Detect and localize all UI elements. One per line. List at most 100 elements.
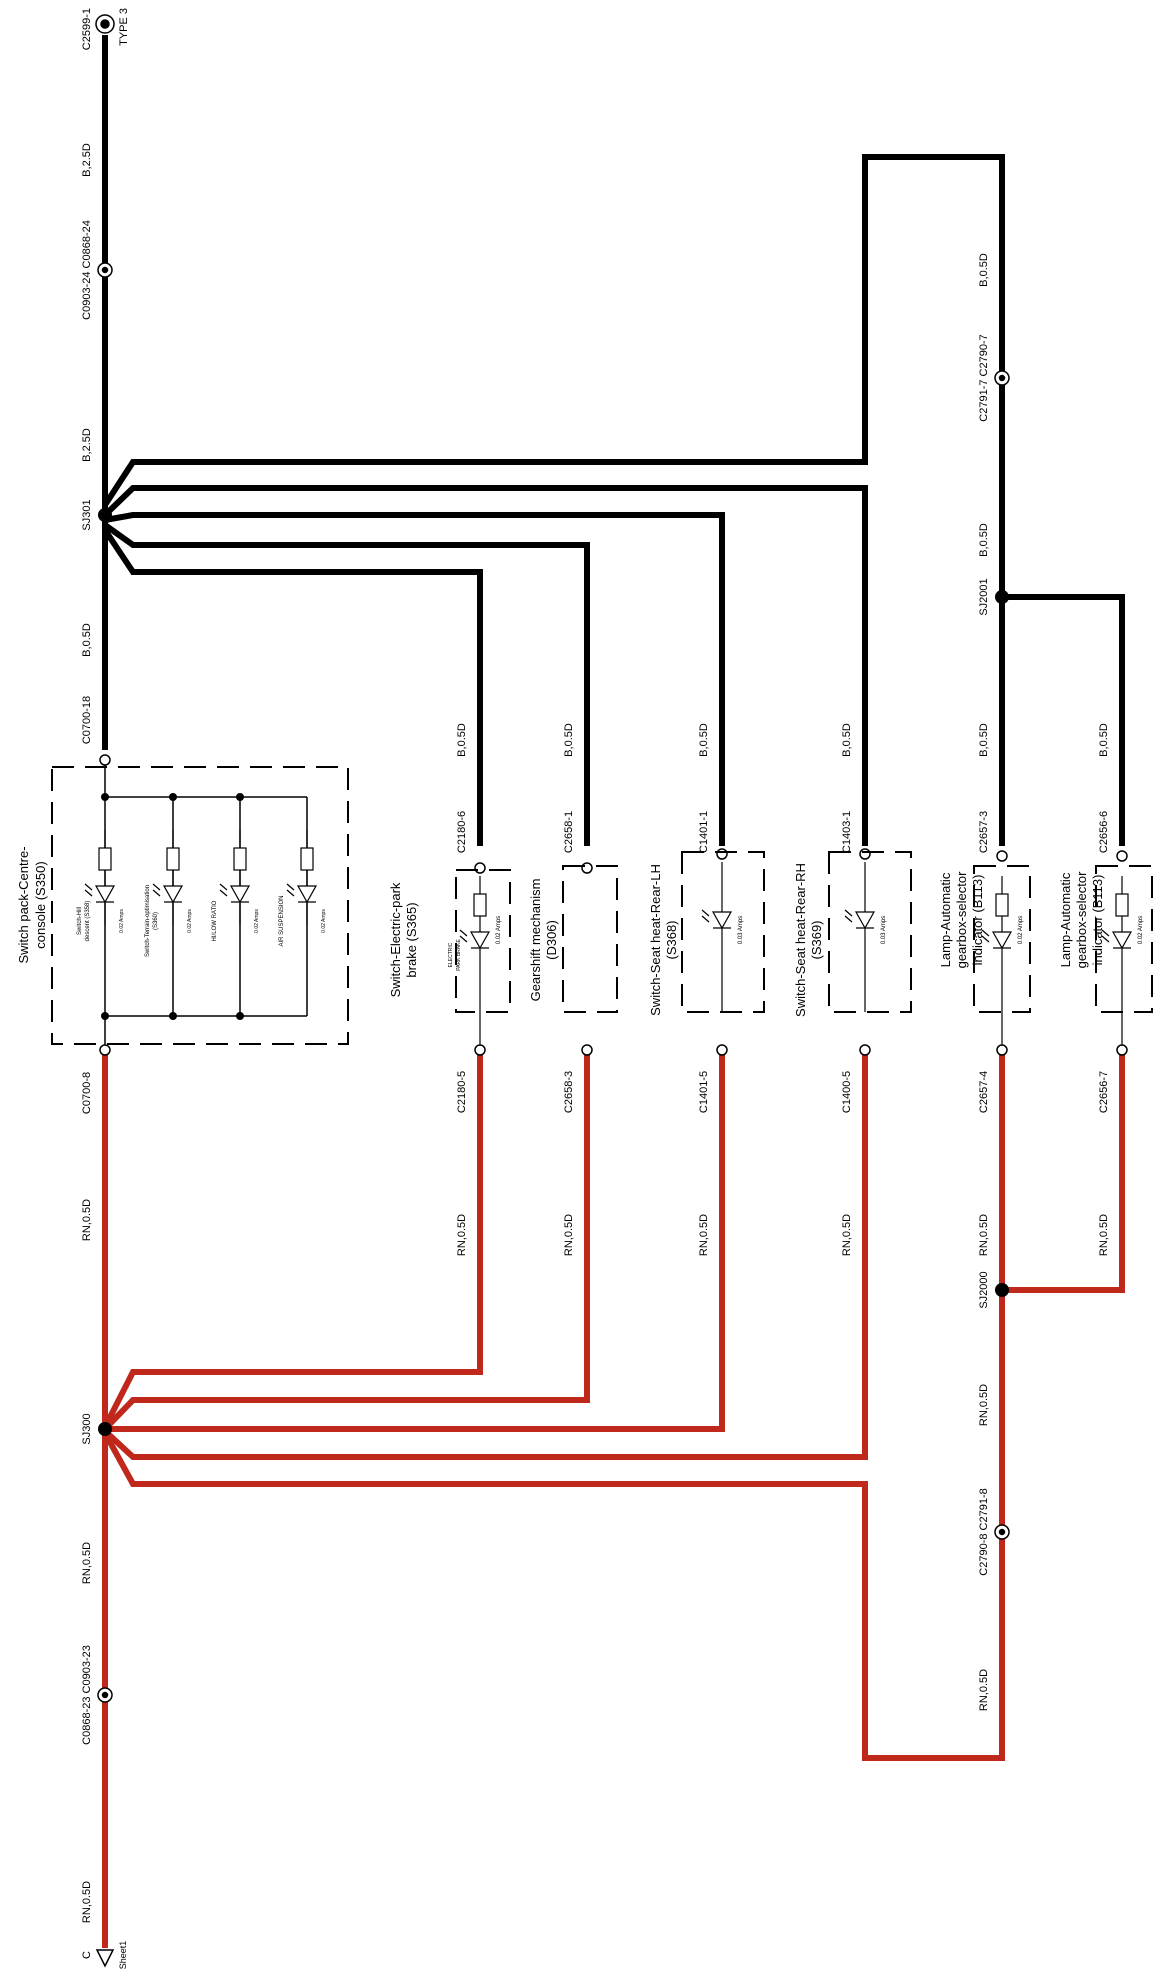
- splice-sj2001-dot: [995, 590, 1009, 604]
- wire-label: RN,0.5D: [1098, 1214, 1110, 1256]
- text-line: (S369): [809, 920, 824, 959]
- resistor-led-icon: [1101, 876, 1133, 971]
- component-title: Switch-Electric-parkbrake (S365): [388, 882, 419, 997]
- text-line: Lamp-Automatic: [1058, 872, 1073, 967]
- text-line: Switch-Hill: [77, 907, 83, 935]
- wire-label: RN,0.5D: [841, 1214, 853, 1256]
- component-title: Gearshift mechanism(D306): [528, 879, 559, 1002]
- resistor-led-icon: [981, 876, 1013, 971]
- text-line: Switch-Seat heat-Rear-RH: [793, 863, 808, 1017]
- wire-label: B,2.5D: [81, 143, 93, 177]
- wire-label: B,0.5D: [978, 723, 990, 757]
- text-line: AIR SUSPENSION: [279, 895, 285, 946]
- text-line: console (S350): [33, 861, 48, 948]
- wire-label: RN,0.5D: [978, 1384, 990, 1426]
- connector-label: C2656-6: [1098, 811, 1110, 853]
- signal-branch-c1400: [102, 1050, 868, 1460]
- splice-label: SJ2001: [978, 578, 990, 615]
- ground-branch-loop: [102, 154, 1005, 597]
- connector-label: C2656-7: [1098, 1071, 1110, 1113]
- switch-label: HI/LOW RATIO: [212, 900, 218, 941]
- wire-label: B,2.5D: [81, 428, 93, 462]
- component-title: Lamp-Automaticgearbox-selectorindicator …: [1058, 871, 1105, 968]
- end-pin-label: C: [81, 1951, 93, 1959]
- text-line: ELECTRIC: [448, 942, 454, 967]
- splice-sj301-dot: [98, 508, 112, 522]
- top-connector-type: TYPE 3: [118, 8, 130, 46]
- splice-label: SJ300: [81, 1413, 93, 1444]
- wire-label: B,0.5D: [563, 723, 575, 757]
- inline-connector-label: C2790-8 C2791-8: [978, 1488, 990, 1575]
- text-line: Switch-Terrain-optimisation: [145, 885, 151, 957]
- signal-branch-c2180: [102, 1050, 483, 1429]
- wire-label: RN,0.5D: [81, 1199, 93, 1241]
- sheet-arrow-icon: [95, 1949, 115, 1968]
- right-signal-branch: [1002, 1050, 1125, 1293]
- resistor-led-icon: [459, 876, 491, 971]
- amps-label: 0.02 Amps: [1018, 916, 1024, 944]
- connector-label: C1403-1: [841, 811, 853, 853]
- switch-pack-title: Switch pack-Centre-console (S350): [16, 846, 48, 963]
- component-box-b113a: [973, 865, 1031, 1013]
- connector-label: C1401-5: [698, 1071, 710, 1113]
- signal-branch-c2658: [102, 1050, 590, 1432]
- amps-label: 0.02 Amps: [496, 916, 502, 944]
- inline-connector-icon: [994, 1524, 1010, 1540]
- amps-label: 0.02 Amps: [254, 909, 260, 933]
- wire-label: B,0.5D: [978, 523, 990, 557]
- resistor-led-icon: [219, 830, 251, 925]
- component-title: Lamp-Automaticgearbox-selectorindicator …: [938, 871, 985, 968]
- right-ground-branch: [1002, 594, 1125, 846]
- text-line: indicator (B113): [1090, 875, 1105, 966]
- led-icon: [701, 862, 733, 1012]
- inline-connector-label: C0903-24 C0868-24: [81, 220, 93, 320]
- wire-label: RN,0.5D: [456, 1214, 468, 1256]
- amps-label: 0.03 Amps: [738, 916, 744, 944]
- top-connector-icon: [95, 14, 115, 34]
- connector-label: C1400-5: [841, 1071, 853, 1113]
- connector-label: C2180-5: [456, 1071, 468, 1113]
- connector-label: C2658-1: [563, 811, 575, 853]
- wire-label: B,0.5D: [81, 623, 93, 657]
- signal-wires: [102, 1050, 1125, 1948]
- ground-branch-c1403: [102, 485, 868, 846]
- splice-label: SJ301: [81, 499, 93, 530]
- wire-label: RN,0.5D: [978, 1214, 990, 1256]
- connector-label: C2658-3: [563, 1071, 575, 1113]
- led-icon: [844, 862, 876, 1012]
- connector-label: C2657-3: [978, 811, 990, 853]
- component-box-b113b: [1095, 865, 1153, 1013]
- wire-label: B,0.5D: [978, 253, 990, 287]
- splice-sj2000-dot: [995, 1283, 1009, 1297]
- ground-wires: [102, 35, 1125, 846]
- component-box-s368: [681, 851, 765, 1013]
- wire-label: RN,0.5D: [81, 1881, 93, 1923]
- connector-label: C2657-4: [978, 1071, 990, 1113]
- resistor-led-icon: [84, 830, 116, 925]
- wire-label: RN,0.5D: [563, 1214, 575, 1256]
- resistor-led-icon: [152, 830, 184, 925]
- splice-label: SJ2000: [978, 1271, 990, 1308]
- connector-label: C1401-1: [698, 811, 710, 853]
- switch-pack-box: [51, 765, 349, 1045]
- component-box-d306: [562, 865, 618, 1013]
- text-line: HI/LOW RATIO: [212, 900, 218, 941]
- switch-label: AIR SUSPENSION: [279, 895, 285, 946]
- component-boxes: [455, 851, 1153, 1013]
- text-line: Lamp-Automatic: [938, 872, 953, 967]
- wire-label: B,0.5D: [841, 723, 853, 757]
- amps-label: 0.03 Amps: [881, 916, 887, 944]
- switch-label: Switch-Terrain-optimisation(S360): [145, 885, 159, 957]
- text-line: gearbox-selector: [954, 871, 969, 968]
- resistor-led-icon: [286, 830, 318, 925]
- ground-branch-c2658: [103, 522, 590, 846]
- connector-label: C0700-18: [81, 696, 93, 744]
- wire-label: B,0.5D: [456, 723, 468, 757]
- text-line: PARK BRAKE: [456, 939, 462, 971]
- text-line: indicator (B113): [970, 875, 985, 966]
- sheet-label: Sheet1: [118, 1941, 128, 1970]
- text-line: Gearshift mechanism: [528, 879, 543, 1002]
